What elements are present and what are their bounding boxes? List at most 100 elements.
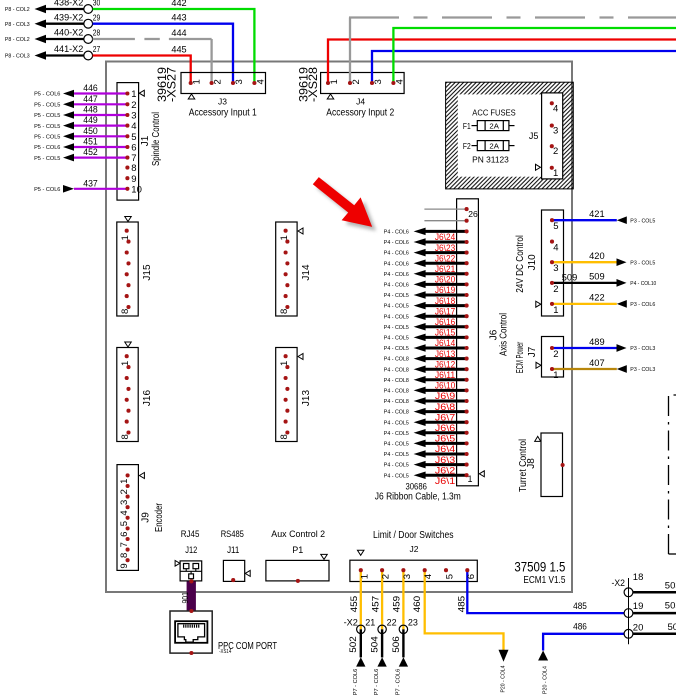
svg-text:PPC COM PORT: PPC COM PORT — [218, 640, 278, 652]
svg-text:450: 450 — [83, 126, 98, 137]
svg-text:P4 - COL6: P4 - COL6 — [384, 240, 409, 246]
svg-text:443: 443 — [171, 13, 186, 24]
svg-text:-XS27: -XS27 — [167, 67, 179, 102]
svg-text:P4 - COL5: P4 - COL5 — [384, 442, 409, 448]
svg-text:441-X2: 441-X2 — [54, 44, 83, 54]
svg-text:21: 21 — [365, 617, 375, 627]
svg-text:2: 2 — [131, 100, 136, 111]
svg-text:3: 3 — [131, 111, 136, 122]
svg-text:J6\1: J6\1 — [435, 476, 455, 486]
svg-text:P4 - COL8: P4 - COL8 — [384, 357, 409, 363]
svg-text:Aux Control 2: Aux Control 2 — [271, 529, 325, 540]
svg-text:2: 2 — [381, 574, 392, 579]
svg-text:1: 1 — [553, 168, 558, 179]
svg-text:J1: J1 — [140, 135, 151, 146]
svg-text:509: 509 — [589, 272, 605, 283]
svg-text:P8 - COL3: P8 - COL3 — [5, 22, 30, 28]
svg-text:P7 - COL6: P7 - COL6 — [353, 669, 359, 696]
svg-text:P4 - COL6: P4 - COL6 — [384, 272, 409, 278]
svg-text:489: 489 — [589, 337, 605, 348]
svg-text:J2: J2 — [410, 544, 419, 554]
svg-text:459: 459 — [392, 596, 403, 613]
svg-text:460: 460 — [412, 596, 423, 613]
svg-text:ACC FUSES: ACC FUSES — [472, 108, 516, 118]
svg-text:4: 4 — [255, 79, 266, 84]
svg-text:J6\13: J6\13 — [435, 349, 455, 359]
svg-text:2: 2 — [119, 489, 130, 494]
svg-text:J6\2: J6\2 — [435, 465, 455, 475]
svg-text:4: 4 — [119, 510, 130, 515]
svg-text:P4 - COL5: P4 - COL5 — [384, 314, 409, 320]
svg-text:P4 - COL6: P4 - COL6 — [384, 261, 409, 267]
svg-text:J6\19: J6\19 — [435, 285, 455, 295]
svg-text:J6\23: J6\23 — [435, 243, 455, 253]
svg-text:3: 3 — [373, 79, 384, 84]
svg-text:455: 455 — [349, 596, 360, 613]
svg-text:J11: J11 — [227, 545, 239, 555]
svg-text:P5 - COL6: P5 - COL6 — [34, 145, 60, 151]
svg-text:P4 - COL5: P4 - COL5 — [384, 431, 409, 437]
svg-text:3: 3 — [553, 263, 558, 274]
svg-text:J6\9: J6\9 — [435, 391, 455, 401]
svg-text:P5 - COL5: P5 - COL5 — [34, 135, 60, 141]
svg-text:1: 1 — [131, 89, 136, 100]
svg-text:Spindle Control: Spindle Control — [151, 112, 162, 166]
svg-text:RJ45: RJ45 — [181, 529, 200, 540]
svg-text:J6\20: J6\20 — [435, 275, 455, 285]
svg-text:P5 - COL5: P5 - COL5 — [34, 124, 60, 130]
svg-text:3: 3 — [553, 126, 558, 137]
svg-text:J6\12: J6\12 — [435, 359, 455, 369]
svg-text:-X2: -X2 — [344, 617, 358, 627]
svg-text:P4 - COL5: P4 - COL5 — [384, 452, 409, 458]
svg-text:P4 - COL8: P4 - COL8 — [384, 378, 409, 384]
svg-text:P4 - COL5: P4 - COL5 — [384, 293, 409, 299]
svg-text:P3 - COL5: P3 - COL5 — [630, 260, 655, 266]
svg-text:7: 7 — [131, 153, 136, 164]
svg-text:1: 1 — [119, 479, 130, 484]
svg-text:26: 26 — [468, 209, 478, 219]
svg-text:J6\7: J6\7 — [435, 412, 455, 422]
svg-text:J9: J9 — [141, 512, 152, 523]
svg-text:P4 - COL10: P4 - COL10 — [630, 281, 656, 287]
svg-text:P5 - COL5: P5 - COL5 — [34, 113, 60, 119]
svg-text:6: 6 — [119, 532, 130, 537]
svg-text:P4 - COL5: P4 - COL5 — [384, 336, 409, 342]
svg-text:448: 448 — [83, 105, 98, 116]
svg-text:1: 1 — [468, 474, 473, 484]
svg-text:1: 1 — [359, 574, 370, 579]
svg-text:2: 2 — [351, 79, 362, 84]
svg-text:P4 - COL5: P4 - COL5 — [384, 463, 409, 469]
svg-text:3: 3 — [234, 79, 245, 84]
svg-text:-XS28: -XS28 — [308, 67, 320, 102]
svg-text:22: 22 — [387, 617, 397, 627]
svg-text:J6\10: J6\10 — [435, 381, 455, 391]
svg-text:P8 - COL3: P8 - COL3 — [5, 54, 30, 60]
svg-text:20: 20 — [633, 623, 644, 634]
svg-text:407: 407 — [589, 358, 605, 369]
svg-text:J10: J10 — [527, 254, 538, 271]
svg-text:5: 5 — [445, 574, 456, 579]
svg-text:P4 - COL8: P4 - COL8 — [384, 367, 409, 373]
svg-text:504: 504 — [370, 636, 381, 653]
svg-text:451: 451 — [83, 137, 98, 148]
svg-text:P4 - COL8: P4 - COL8 — [384, 399, 409, 405]
svg-text:8: 8 — [279, 434, 290, 439]
svg-text:444: 444 — [171, 28, 186, 39]
svg-text:J6\21: J6\21 — [435, 264, 455, 274]
svg-text:4: 4 — [131, 121, 136, 132]
svg-text:509: 509 — [562, 273, 578, 284]
svg-text:445: 445 — [171, 45, 186, 56]
svg-text:8: 8 — [120, 309, 131, 314]
svg-text:30686: 30686 — [406, 482, 427, 493]
svg-text:J6 Ribbon Cable, 1.3m: J6 Ribbon Cable, 1.3m — [375, 492, 461, 503]
svg-text:J6\24: J6\24 — [435, 232, 455, 242]
svg-text:29: 29 — [93, 12, 101, 22]
svg-text:J4: J4 — [356, 96, 365, 106]
svg-text:J15: J15 — [142, 264, 153, 281]
svg-text:P7 - COL6: P7 - COL6 — [374, 669, 380, 696]
svg-text:2A: 2A — [489, 143, 499, 150]
svg-text:-XS14: -XS14 — [219, 649, 231, 655]
svg-text:1: 1 — [279, 235, 290, 240]
svg-text:P1: P1 — [292, 545, 303, 555]
svg-text:J6\16: J6\16 — [435, 317, 455, 327]
